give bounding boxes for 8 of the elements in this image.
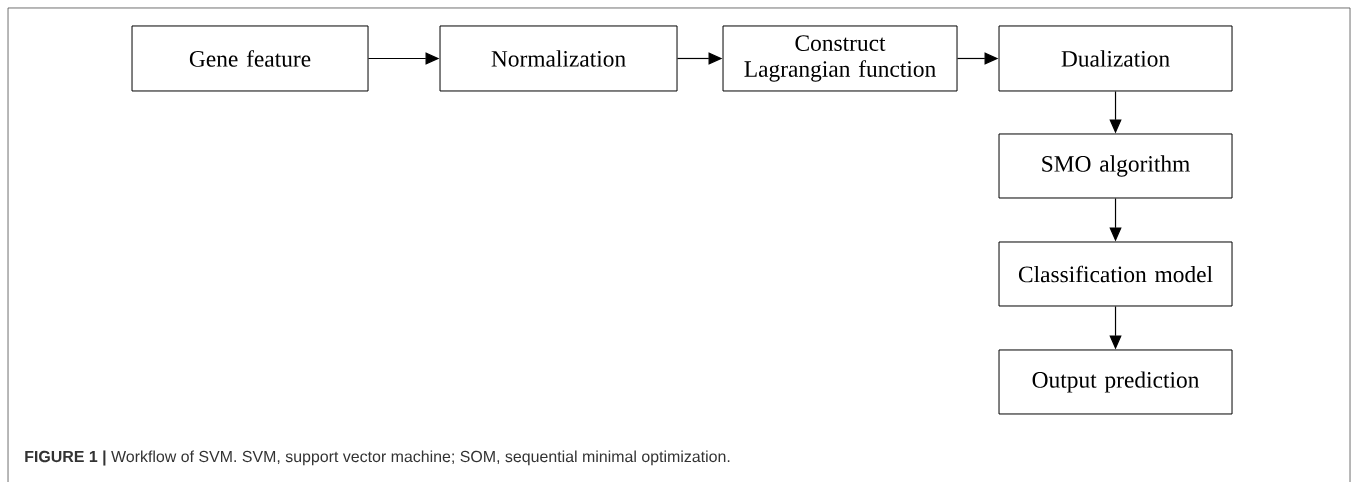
process-box: SMO algorithm [998, 133, 1233, 199]
process-box: Output prediction [998, 349, 1233, 415]
process-box: Classification model [998, 241, 1233, 307]
process-box: Normalization [439, 25, 678, 92]
process-box: Construct Lagrangian function [722, 25, 958, 92]
process-box: Dualization [998, 25, 1233, 92]
figure-caption: FIGURE 1 | Workflow of SVM. SVM, support vector machine; SOM, sequential minimal optimization. [25, 450, 730, 466]
process-box: Gene feature [131, 25, 369, 92]
